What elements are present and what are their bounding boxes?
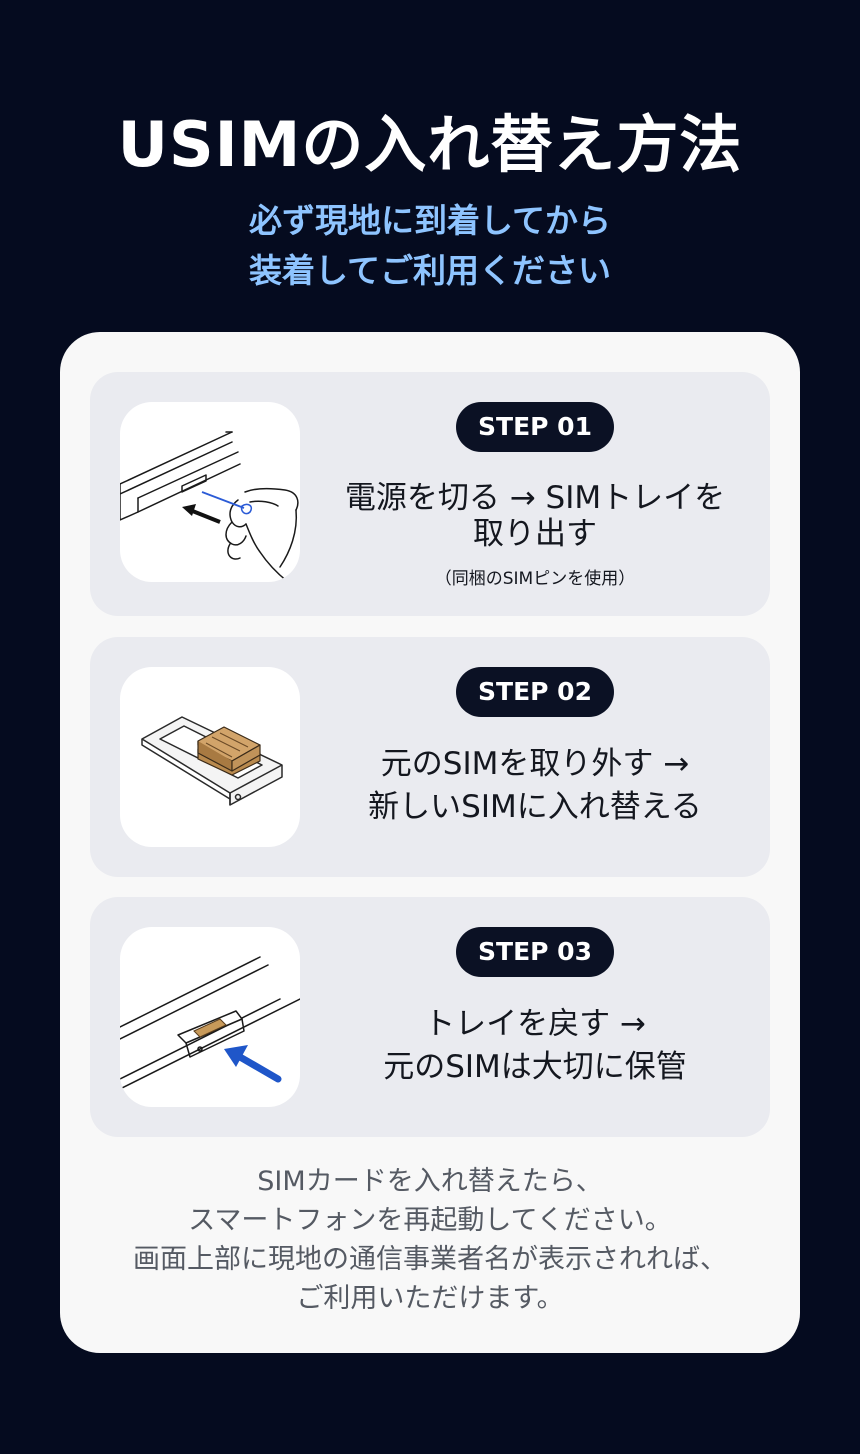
step-1-panel: STEP 01 電源を切る → SIMトレイを 取り出す （同梱のSIMピンを使… (90, 372, 770, 616)
step-1-line-1: 電源を切る → SIMトレイを (344, 480, 726, 516)
step-3-badge: STEP 03 (456, 927, 614, 977)
step-1-text: 電源を切る → SIMトレイを 取り出す (310, 480, 760, 552)
step-1-note: （同梱のSIMピンを使用） (434, 569, 636, 589)
tray-insert-icon (120, 956, 300, 1090)
hand-sim-pin-icon (120, 431, 299, 582)
footer-line-2: スマートフォンを再起動してください。 (188, 1205, 672, 1236)
footer-line-1: SIMカードを入れ替えたら、 (257, 1166, 603, 1197)
step-3-line-2: 元のSIMは大切に保管 (383, 1049, 687, 1085)
step-3-illustration (120, 927, 300, 1107)
step-2-illustration (120, 667, 300, 847)
sim-tray-card-icon (141, 716, 283, 806)
step-2-badge: STEP 02 (456, 667, 614, 717)
step-3-panel: STEP 03 トレイを戻す → 元のSIMは大切に保管 (90, 897, 770, 1137)
step-3-line-1: トレイを戻す → (424, 1006, 646, 1042)
step-2-line-1: 元のSIMを取り外す → (380, 746, 690, 782)
subtitle-line-1: 必ず現地に到着してから (248, 201, 611, 240)
step-2-text: 元のSIMを取り外す → 新しいSIMに入れ替える (310, 743, 760, 829)
footer-line-4: ご利用いただけます。 (296, 1283, 564, 1314)
step-1-badge: STEP 01 (456, 402, 614, 452)
step-1-illustration (120, 402, 300, 582)
subtitle-line-2: 装着してご利用ください (248, 251, 611, 290)
page-title: USIMの入れ替え方法 (117, 108, 743, 181)
step-2-line-2: 新しいSIMに入れ替える (368, 789, 702, 825)
page-subtitle: 必ず現地に到着してから 装着してご利用ください (0, 196, 860, 296)
footer-note: SIMカードを入れ替えたら、 スマートフォンを再起動してください。 画面上部に現… (60, 1162, 800, 1318)
step-1-line-2: 取り出す (473, 516, 597, 552)
footer-line-3: 画面上部に現地の通信事業者名が表示されれば、 (133, 1244, 727, 1275)
step-2-panel: STEP 02 元のSIMを取り外す → 新しいSIMに入れ替える (90, 637, 770, 877)
instruction-card: STEP 01 電源を切る → SIMトレイを 取り出す （同梱のSIMピンを使… (60, 332, 800, 1353)
step-3-text: トレイを戻す → 元のSIMは大切に保管 (310, 1003, 760, 1089)
